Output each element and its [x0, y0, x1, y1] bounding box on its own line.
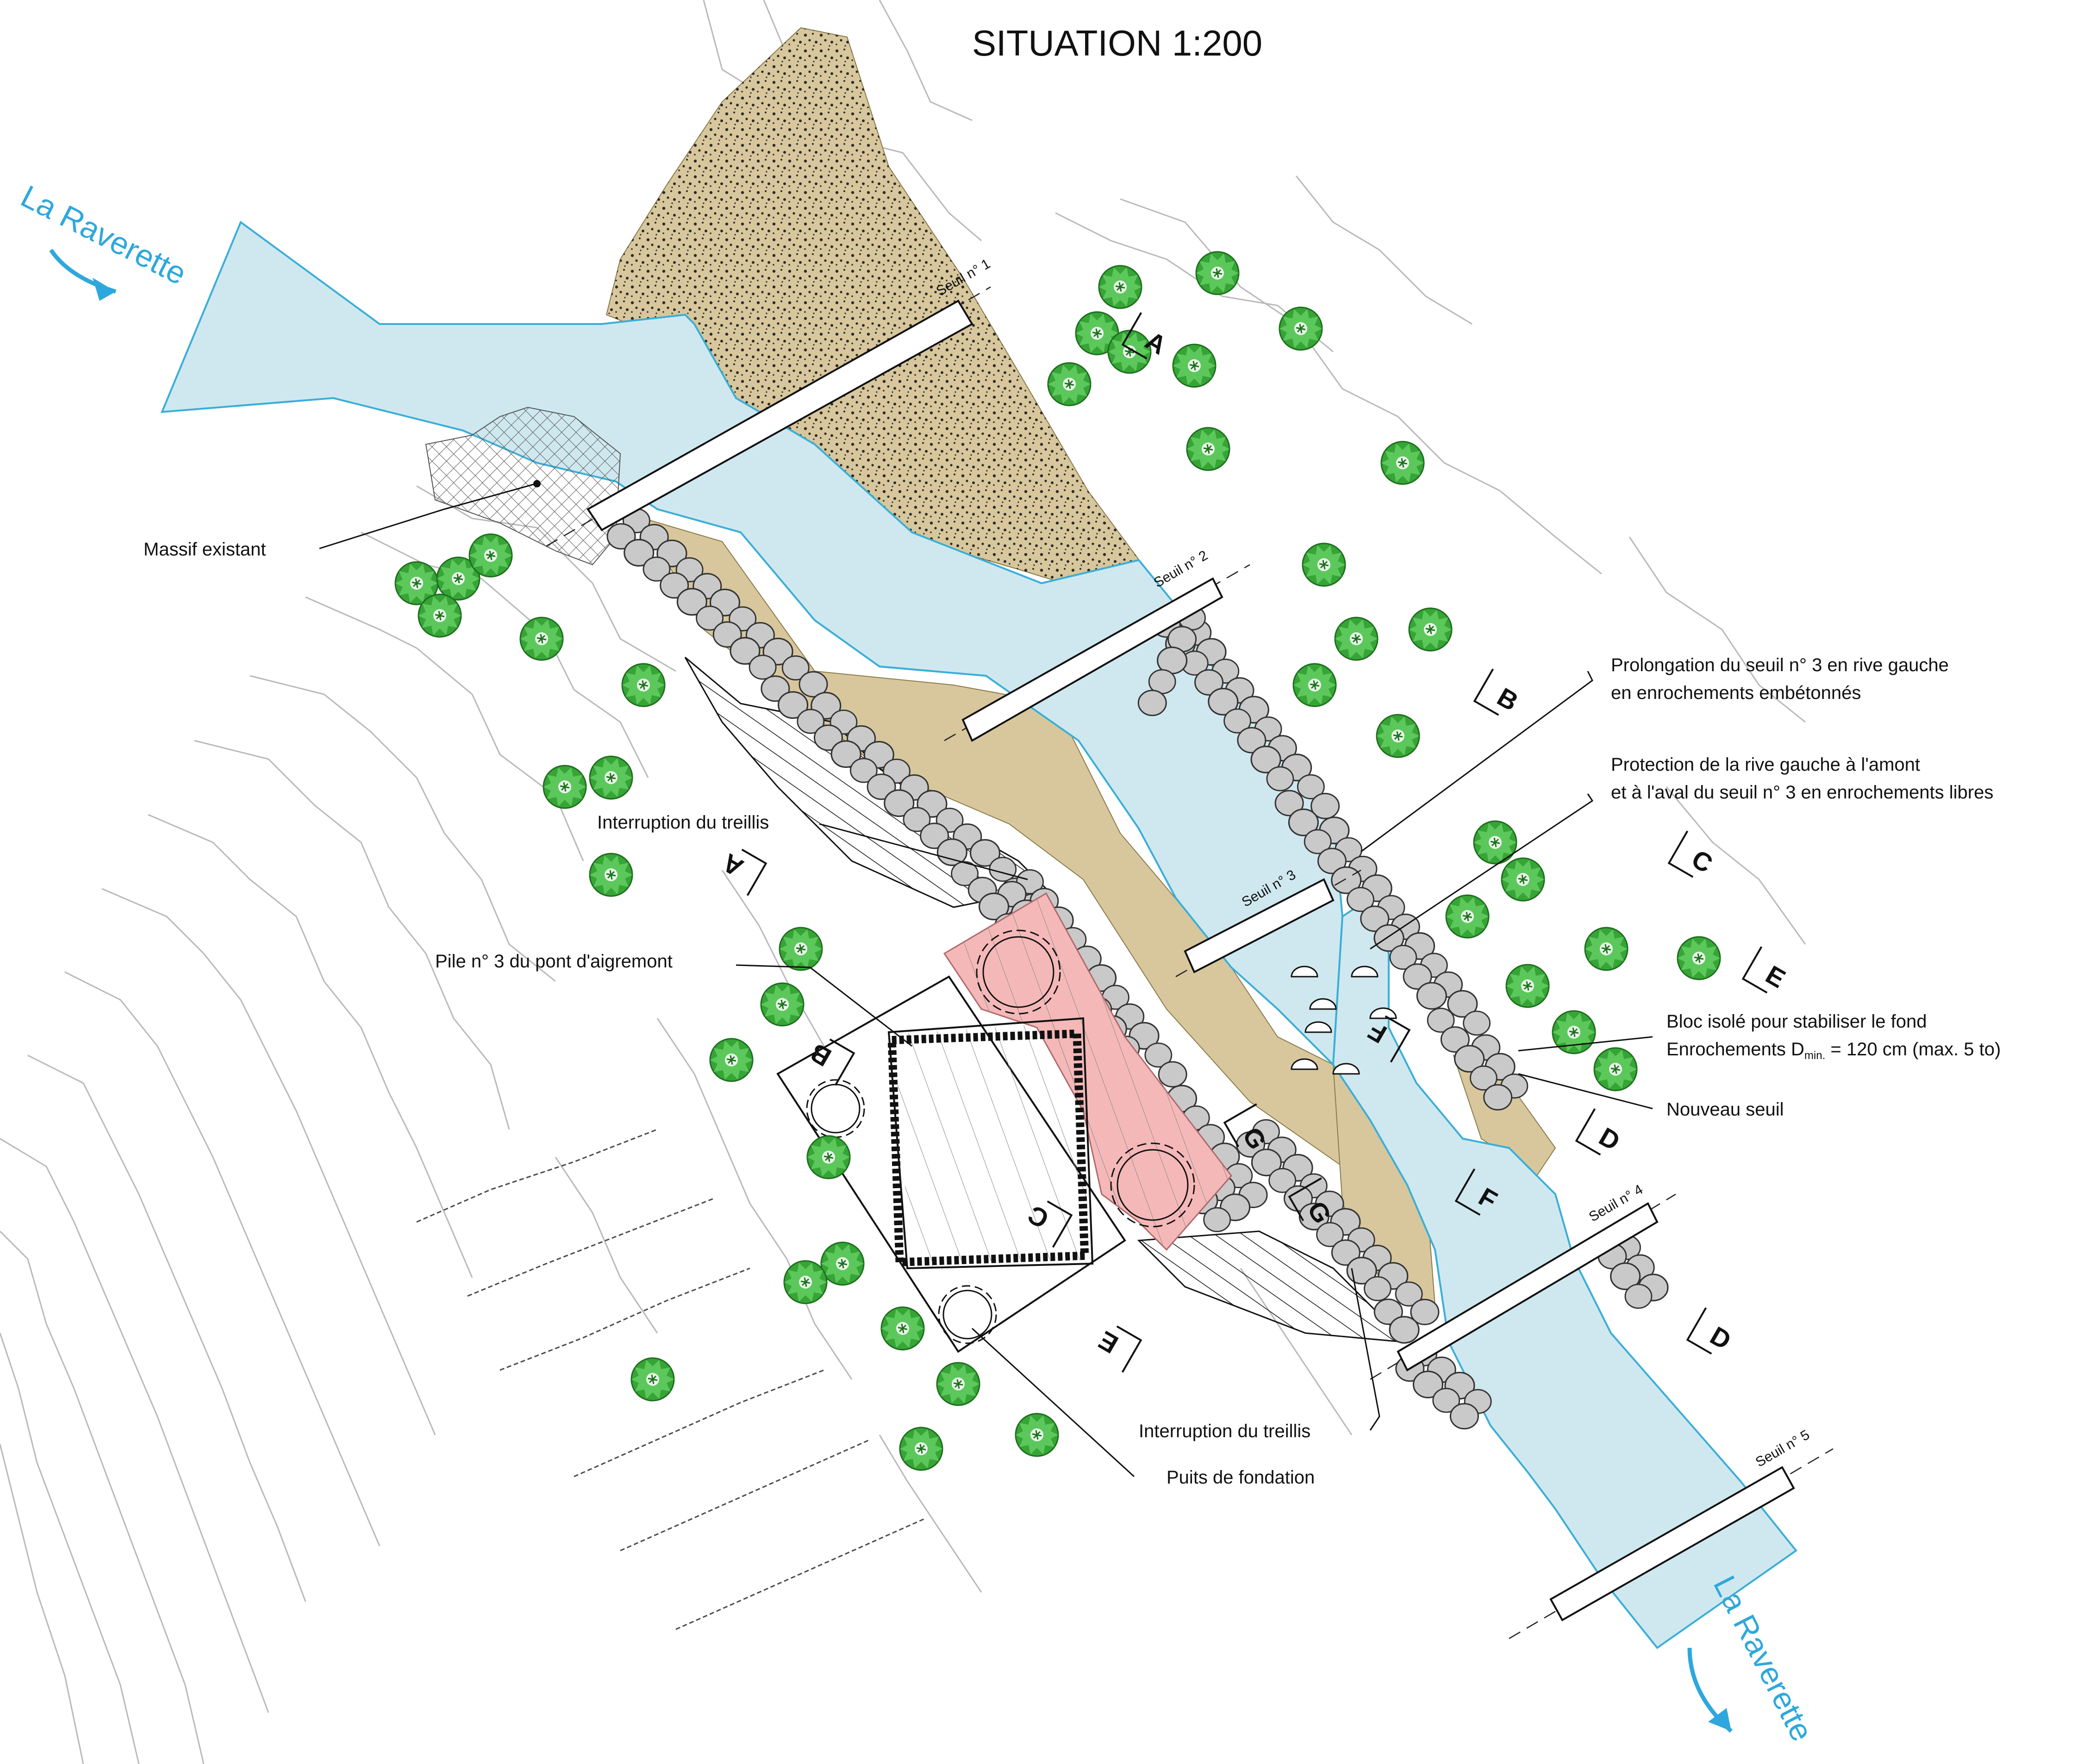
pile-structure: [776, 975, 1126, 1353]
riprap-stone: [1266, 766, 1294, 792]
tree-icon: [1677, 936, 1721, 980]
tree-icon: [899, 1427, 943, 1471]
riprap-stone: [1364, 1276, 1391, 1302]
protection-label-line1: Protection de la rive gauche à l'amont: [1611, 754, 1920, 775]
flow-arrow-icon: [1708, 1708, 1731, 1731]
bridge-pier: [943, 892, 1232, 1251]
tree-icon: [1186, 427, 1230, 471]
tree-icon: [1172, 343, 1217, 388]
prolongation-label-line1: Prolongation du seuil n° 3 en rive gauch…: [1611, 655, 1949, 675]
section-label: C: [1687, 844, 1718, 879]
tree-icon: [1292, 663, 1337, 707]
bloc-label-line1: Bloc isolé pour stabiliser le fond: [1666, 1011, 1927, 1032]
tree-icon: [779, 927, 823, 971]
section-label: B: [1492, 682, 1523, 717]
tree-icon: [519, 617, 564, 661]
section-label: E: [1093, 1326, 1123, 1359]
section-marker-e-left: E: [1093, 1326, 1142, 1373]
tree-icon: [589, 755, 633, 800]
prolongation-label-line2: en enrochements embétonnés: [1611, 683, 1861, 703]
riprap-stone: [1463, 1010, 1491, 1036]
riprap-stone: [749, 654, 777, 680]
bloc-label-line2: Enrochements Dmin. = 120 cm (max. 5 to): [1666, 1039, 2001, 1062]
tree-icon: [820, 1241, 865, 1286]
riprap-stone: [1449, 1403, 1479, 1430]
tree-icon: [1334, 617, 1379, 661]
tree-icon: [806, 1135, 851, 1179]
section-label: E: [1761, 960, 1791, 993]
section-marker-d-right: D: [1575, 1108, 1625, 1156]
river-label-upstream: La Raverette: [15, 179, 192, 301]
tree-icon: [1279, 306, 1323, 351]
annotations: Massif existant Prolongation du seuil n°…: [143, 539, 2001, 1488]
riprap-stone: [1624, 1284, 1653, 1309]
massif-label: Massif existant: [143, 539, 266, 560]
section-label: D: [1705, 1321, 1736, 1355]
protection-label-line2: et à l'aval du seuil n° 3 en enrochement…: [1611, 782, 1993, 803]
leader-lines: [319, 480, 1653, 1477]
tree-icon: [1047, 362, 1092, 406]
riprap-stone: [1158, 1061, 1187, 1088]
section-label: D: [1594, 1122, 1625, 1156]
tree-icon: [1195, 251, 1240, 295]
nouveau-seuil-label: Nouveau seuil: [1666, 1099, 1784, 1120]
tree-icon: [1376, 714, 1420, 758]
tree-icon: [418, 593, 462, 638]
isolated-blocks: [1291, 966, 1397, 1075]
tree-icon: [880, 1306, 925, 1351]
tree-icon: [1015, 1413, 1059, 1457]
section-marker-e-right: E: [1741, 946, 1791, 993]
tree-icon: [621, 663, 666, 707]
section-marker-d-lower: D: [1686, 1307, 1736, 1355]
tree-icon: [543, 765, 587, 809]
tree-icon: [1501, 857, 1545, 902]
section-marker-a-left: A: [717, 848, 767, 896]
riprap-stone: [1416, 982, 1447, 1010]
tree-icon: [1445, 894, 1490, 939]
riprap-stone: [1137, 690, 1167, 717]
tree-icon: [783, 1260, 828, 1304]
tree-icon: [936, 1362, 980, 1406]
tree-icon: [589, 853, 633, 897]
riprap-stone: [1483, 1084, 1513, 1111]
tree-icon: [1098, 265, 1142, 309]
tree-icon: [1473, 820, 1517, 865]
tree-icon: [1302, 542, 1346, 587]
section-marker-b-right: B: [1473, 668, 1523, 717]
seuil-5-label: Seuil n° 5: [1753, 1427, 1812, 1470]
flow-arrow-icon: [93, 278, 116, 301]
tree-icon: [468, 533, 513, 578]
riprap-stone: [1389, 1315, 1420, 1344]
drawing-title: SITUATION 1:200: [972, 23, 1262, 63]
existing-massif: [425, 406, 621, 566]
section-markers: A A B B C C E E: [717, 312, 1791, 1373]
riprap-stone: [989, 856, 1017, 882]
tree-icon: [1408, 607, 1453, 652]
pile-label: Pile n° 3 du pont d'aigremont: [435, 951, 673, 972]
tree-icon: [1380, 441, 1425, 485]
tree-icon: [1593, 1047, 1638, 1091]
seuils: [546, 286, 1834, 1639]
interruption-bottom-label: Interruption du treillis: [1139, 1421, 1310, 1441]
riprap-stone: [1203, 1207, 1231, 1233]
tree-icon: [1584, 927, 1628, 971]
interruption-top-label: Interruption du treillis: [597, 812, 769, 833]
tree-icon: [630, 1357, 675, 1402]
terrain-ravines: [416, 1128, 926, 1630]
section-marker-c-right: C: [1667, 830, 1718, 879]
tree-icon: [1505, 964, 1550, 1008]
river-name-upstream: La Raverette: [15, 179, 192, 292]
section-marker-b-left: B: [805, 1038, 855, 1086]
tree-icon: [709, 1038, 754, 1082]
puits-label: Puits de fondation: [1167, 1467, 1315, 1488]
section-label: A: [717, 848, 748, 883]
tree-icon: [760, 982, 805, 1027]
